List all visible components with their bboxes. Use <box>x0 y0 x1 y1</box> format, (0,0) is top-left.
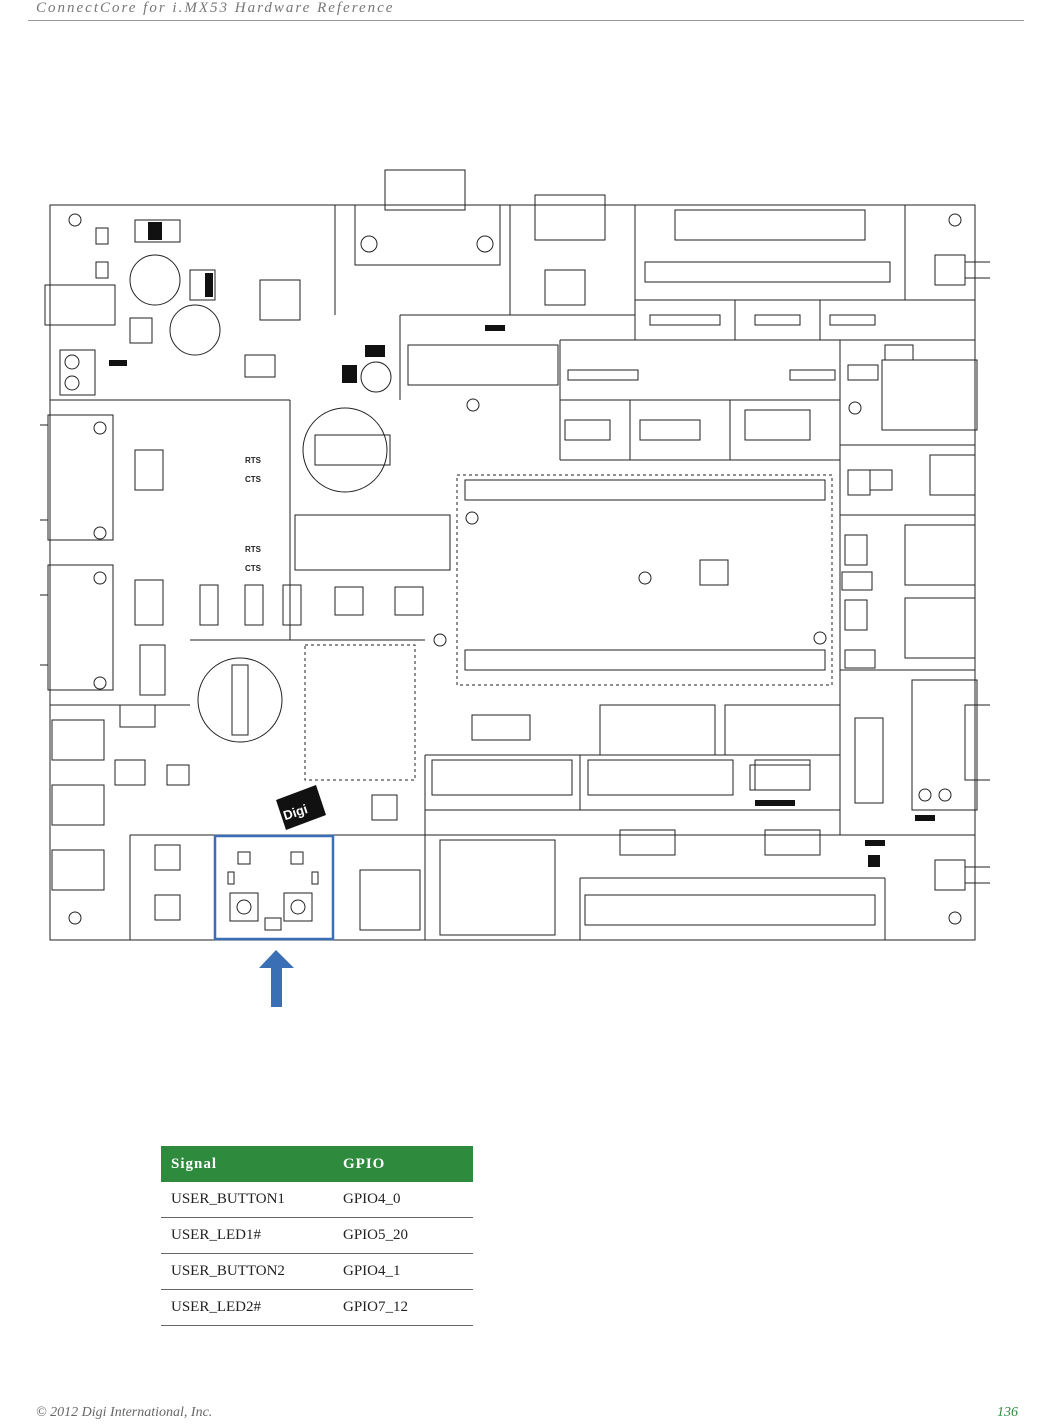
header-signal: Signal <box>161 1146 333 1182</box>
cts-label-2: CTS <box>245 564 262 573</box>
cts-label-1: CTS <box>245 475 262 484</box>
pointer-arrow <box>259 950 294 1007</box>
page-header-title: ConnectCore for i.MX53 Hardware Referenc… <box>36 0 394 17</box>
table-header-row: Signal GPIO <box>161 1146 473 1182</box>
gpio-cell: GPIO4_1 <box>333 1254 473 1290</box>
table-row: USER_LED2# GPIO7_12 <box>161 1290 473 1326</box>
page-number: 136 <box>997 1405 1018 1421</box>
signal-cell: USER_LED2# <box>161 1290 333 1326</box>
header-gpio: GPIO <box>333 1146 473 1182</box>
highlight-box <box>215 836 333 939</box>
rts-label-2: RTS <box>245 545 262 554</box>
board-diagram: RTS CTS RTS CTS Digi <box>40 165 990 1015</box>
table-row: USER_BUTTON2 GPIO4_1 <box>161 1254 473 1290</box>
gpio-cell: GPIO7_12 <box>333 1290 473 1326</box>
gpio-cell: GPIO5_20 <box>333 1218 473 1254</box>
rts-label-1: RTS <box>245 456 262 465</box>
header-rule <box>28 20 1024 21</box>
signal-cell: USER_BUTTON2 <box>161 1254 333 1290</box>
table-row: USER_LED1# GPIO5_20 <box>161 1218 473 1254</box>
table-row: USER_BUTTON1 GPIO4_0 <box>161 1182 473 1218</box>
gpio-cell: GPIO4_0 <box>333 1182 473 1218</box>
digi-logo: Digi <box>276 785 326 830</box>
signal-cell: USER_BUTTON1 <box>161 1182 333 1218</box>
footer-copyright: © 2012 Digi International, Inc. <box>36 1405 212 1421</box>
signal-cell: USER_LED1# <box>161 1218 333 1254</box>
user-buttons-leds <box>228 852 318 930</box>
signal-gpio-table: Signal GPIO USER_BUTTON1 GPIO4_0 USER_LE… <box>161 1146 473 1326</box>
